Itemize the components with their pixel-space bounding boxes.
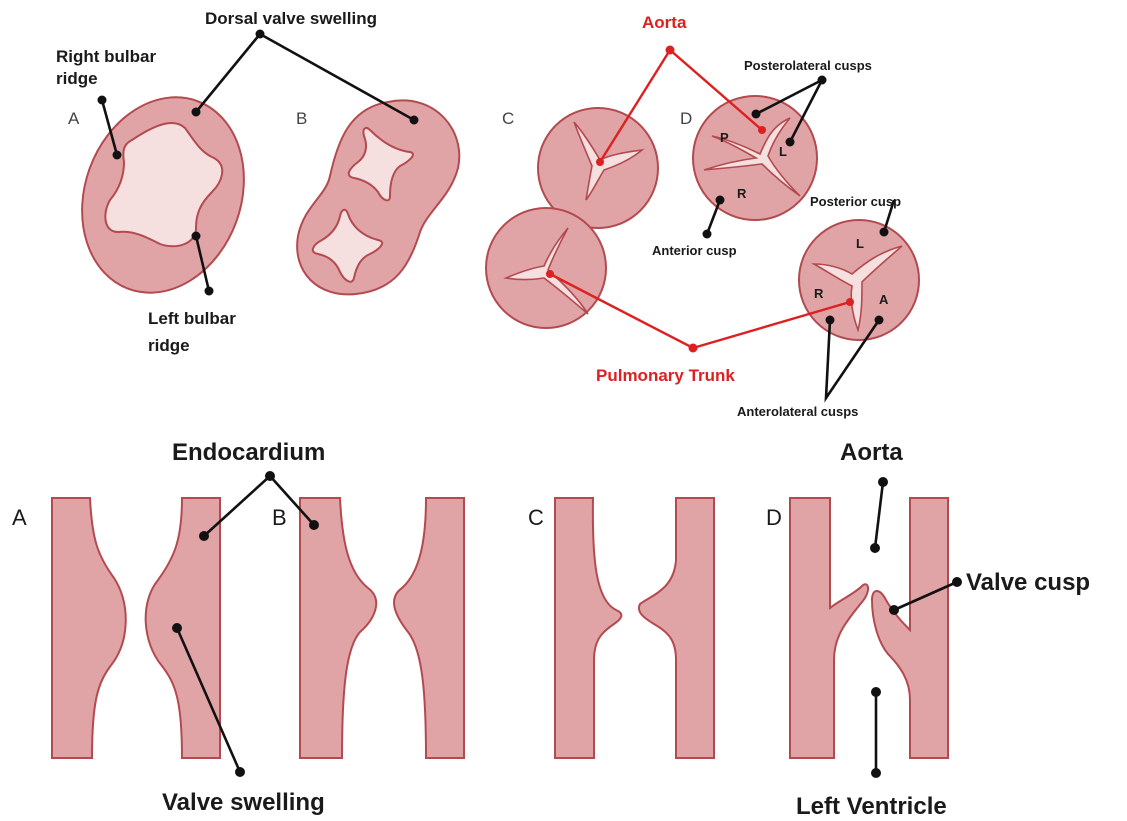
leader-dot: [786, 138, 795, 147]
top-panel-d-pulmonary: L R A: [799, 220, 919, 340]
posterior-cusp-label: Posterior cusp: [810, 194, 901, 209]
leader-dot: [880, 228, 889, 237]
leader-dot: [871, 687, 881, 697]
bottom-row: A B C D: [12, 439, 1090, 820]
leader-dot: [546, 270, 554, 278]
right-wall: [394, 498, 464, 758]
leader-dot: [870, 543, 880, 553]
pulmonary-cusp-letter-r: R: [814, 286, 824, 301]
right-bulbar-ridge-label-line1: Right bulbar: [56, 47, 156, 66]
leader-dot: [818, 76, 827, 85]
leader-dot: [205, 287, 214, 296]
bottom-panel-d: [790, 498, 948, 758]
top-panel-b-letter: B: [296, 109, 307, 128]
left-wall: [555, 498, 621, 758]
aorta-leader-bottom: [875, 482, 883, 548]
top-panel-a-truncus: [56, 74, 271, 315]
leader-dot: [878, 477, 888, 487]
dorsal-valve-swelling-label: Dorsal valve swelling: [205, 9, 377, 28]
bottom-panel-d-letter: D: [766, 505, 782, 530]
anterior-cusp-label: Anterior cusp: [652, 243, 737, 258]
top-panel-d-letter: D: [680, 109, 692, 128]
posterolateral-cusps-label: Posterolateral cusps: [744, 58, 872, 73]
aorta-label-red: Aorta: [642, 13, 687, 32]
leader-dot: [752, 110, 761, 119]
leader-dot: [309, 520, 319, 530]
leader-dot: [265, 471, 275, 481]
aortic-cusp-letter-r: R: [737, 186, 747, 201]
leader-dot: [192, 232, 201, 241]
left-wall: [52, 498, 126, 758]
left-ventricle-label: Left Ventricle: [796, 793, 947, 820]
left-bulbar-ridge-label-line1: Left bulbar: [148, 309, 236, 328]
leader-dot: [871, 768, 881, 778]
leader-dot: [256, 30, 265, 39]
leader-dot: [98, 96, 107, 105]
right-wall: [872, 498, 948, 758]
right-bulbar-ridge-label-line2: ridge: [56, 69, 98, 88]
leader-dot: [689, 344, 698, 353]
leader-dot: [172, 623, 182, 633]
left-wall: [300, 498, 376, 758]
top-panel-b-truncus: [297, 100, 459, 294]
bottom-panel-b-letter: B: [272, 505, 287, 530]
leader-dot: [889, 605, 899, 615]
pulmonary-trunk-label: Pulmonary Trunk: [596, 366, 735, 385]
leader-dot: [666, 46, 675, 55]
aortic-cusp-letter-p: P: [720, 130, 729, 145]
leader-dot: [199, 531, 209, 541]
top-panel-c-pulmonary: [486, 208, 606, 328]
bottom-panel-a-letter: A: [12, 505, 27, 530]
anterolateral-cusps-label: Anterolateral cusps: [737, 404, 858, 419]
pulmonary-cusp-letter-a: A: [879, 292, 889, 307]
leader-dot: [826, 316, 835, 325]
valve-cusp-label: Valve cusp: [966, 569, 1090, 596]
leader-dot: [952, 577, 962, 587]
aortic-cusp-letter-l: L: [779, 144, 787, 159]
top-row: A B C D P L R: [56, 9, 919, 419]
aorta-label: Aorta: [840, 439, 903, 466]
pulmonary-cusp-letter-l: L: [856, 236, 864, 251]
top-panel-c-letter: C: [502, 109, 514, 128]
left-wall: [790, 498, 868, 758]
dividing-truncus-wall: [297, 100, 459, 294]
bottom-panel-b: [300, 498, 464, 758]
leader-dot: [846, 298, 854, 306]
bottom-panel-a: [52, 498, 220, 758]
right-wall: [639, 498, 714, 758]
left-bulbar-ridge-label-line2: ridge: [148, 336, 190, 355]
leader-dot: [410, 116, 419, 125]
leader-dot: [192, 108, 201, 117]
leader-dot: [235, 767, 245, 777]
endocardium-label: Endocardium: [172, 439, 325, 466]
valve-swelling-label: Valve swelling: [162, 789, 325, 816]
top-panel-a-letter: A: [68, 109, 80, 128]
bottom-panel-c: [555, 498, 714, 758]
leader-dot: [596, 158, 604, 166]
leader-dot: [716, 196, 725, 205]
leader-dot: [113, 151, 122, 160]
leader-dot: [758, 126, 766, 134]
leader-dot: [703, 230, 712, 239]
bottom-panel-c-letter: C: [528, 505, 544, 530]
leader-dot: [875, 316, 884, 325]
